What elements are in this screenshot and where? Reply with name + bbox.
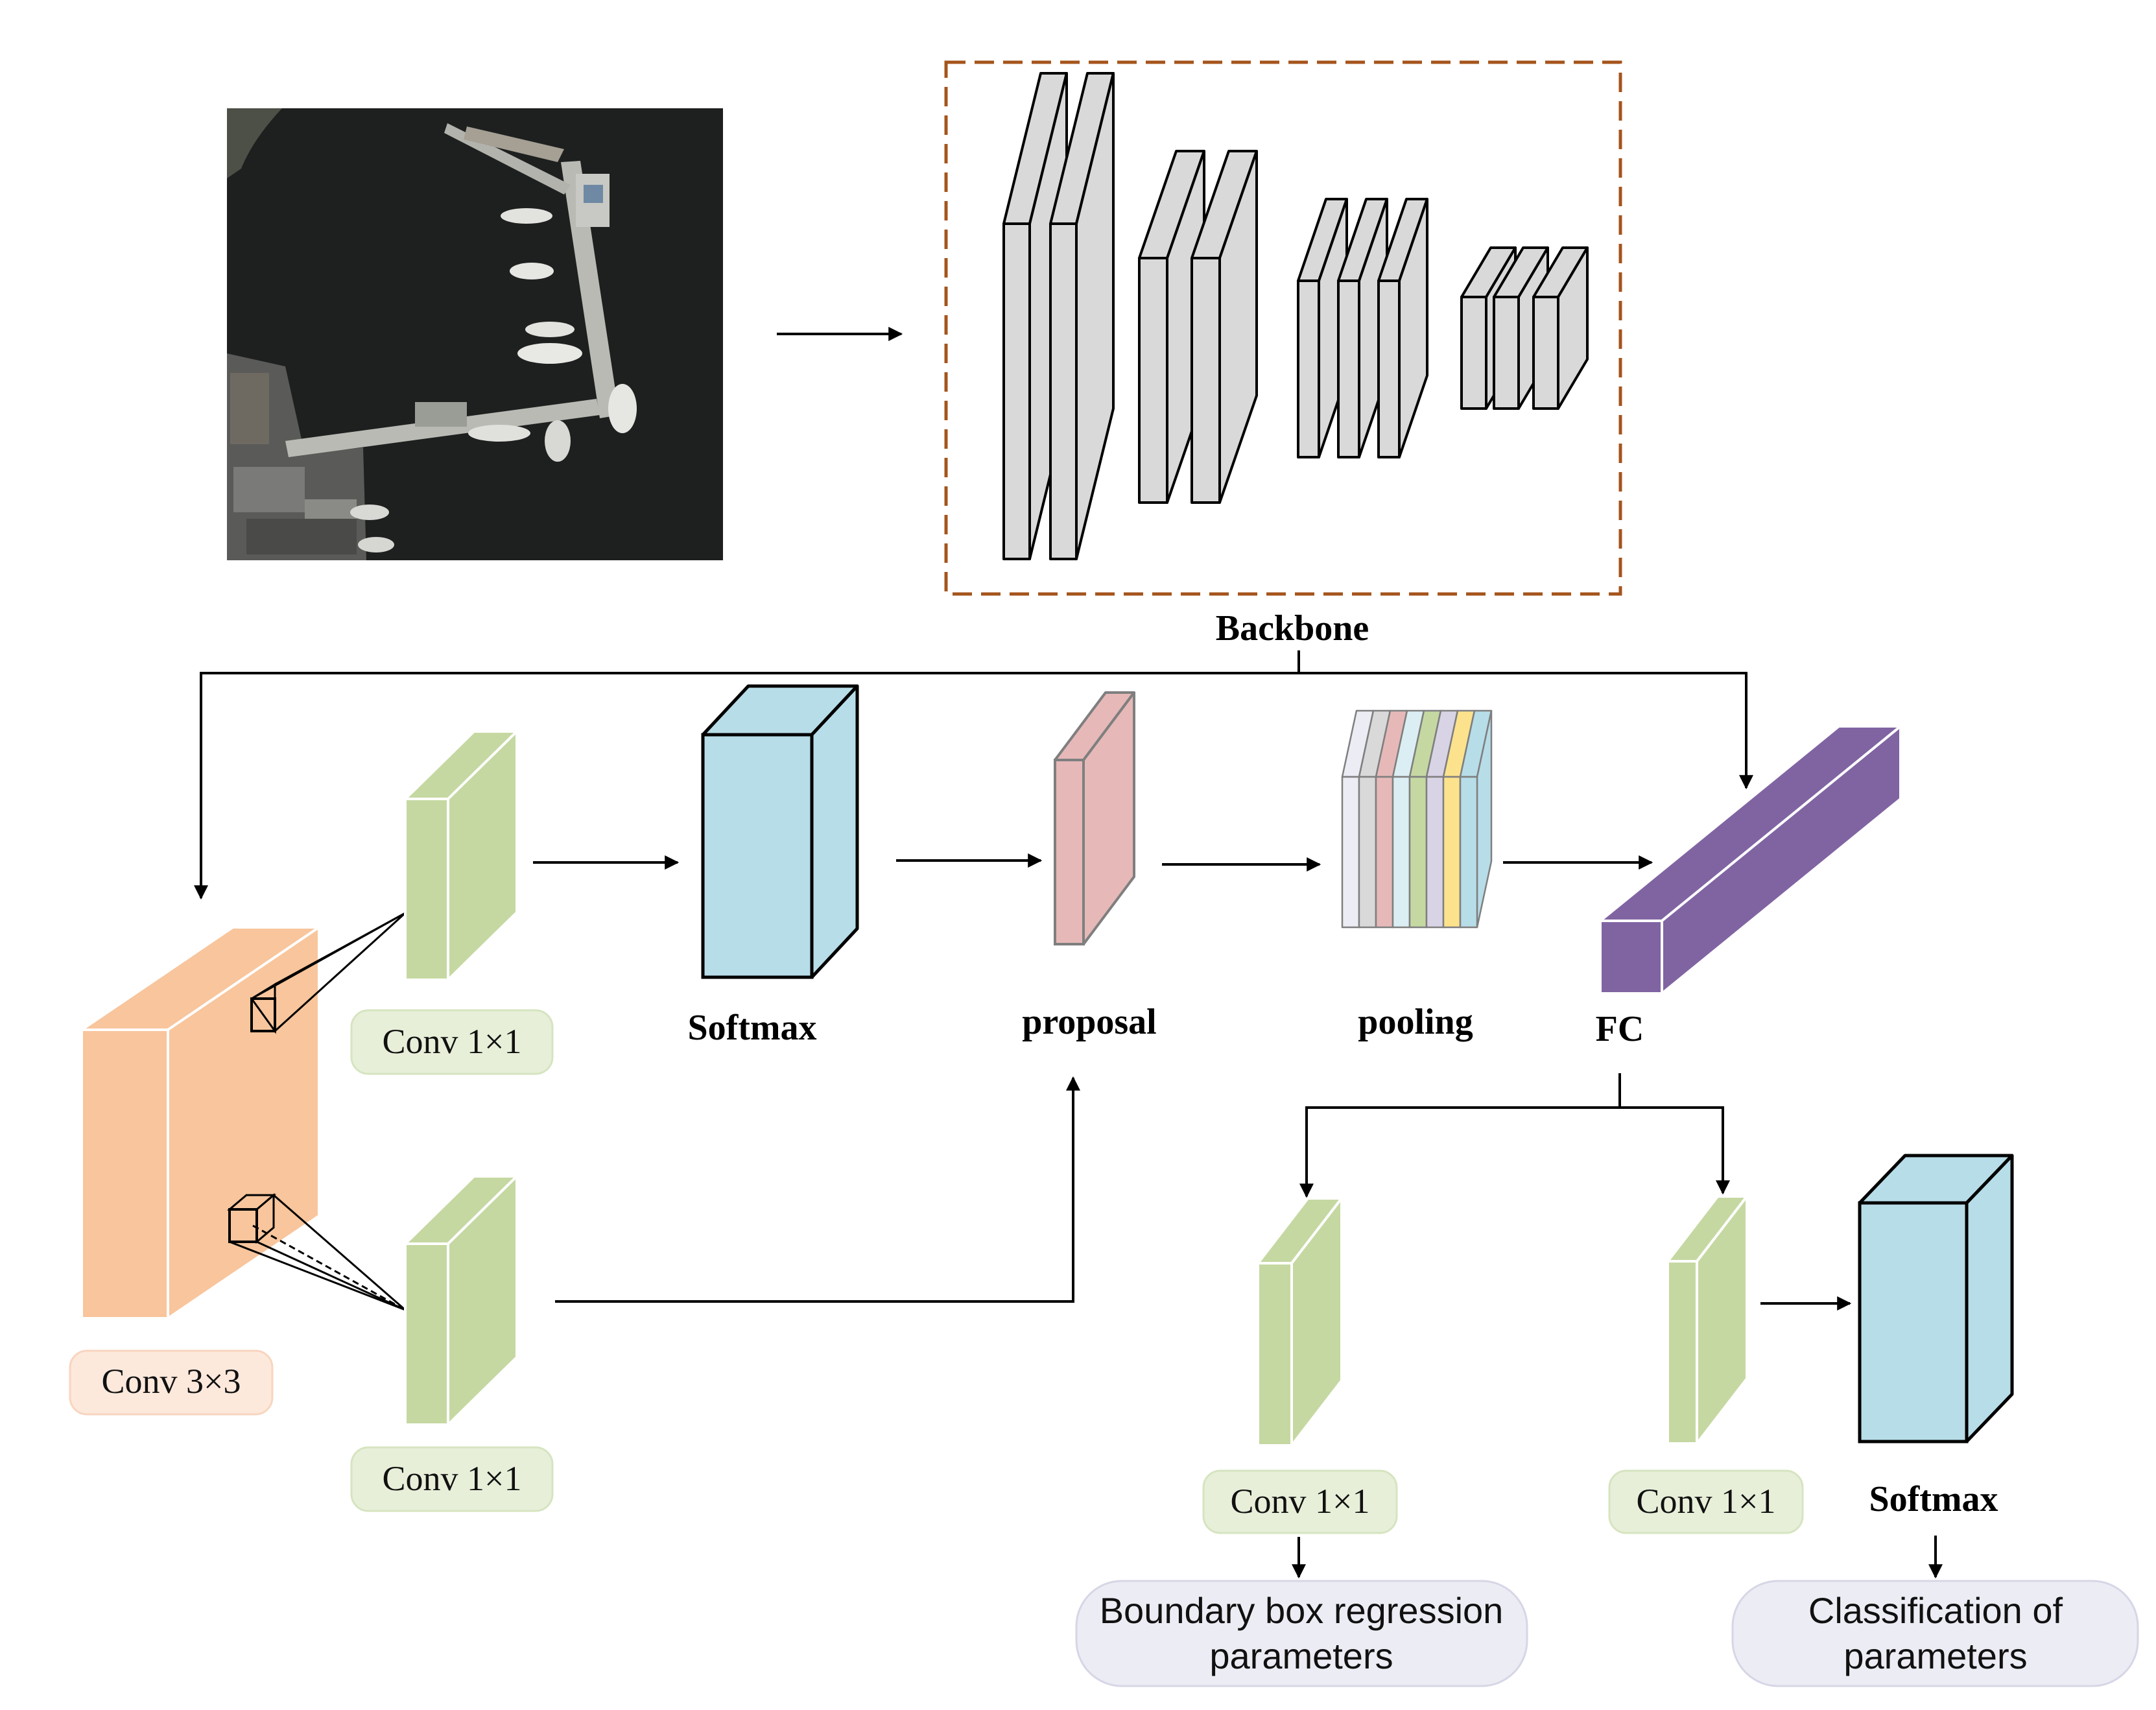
backbone-frame: [944, 60, 1622, 596]
svg-text:Boundary box regression: Boundary box regression: [1100, 1590, 1504, 1631]
pooling-label: pooling: [1358, 1002, 1473, 1042]
connector-fc-split: [1299, 1073, 1621, 1198]
conv1x1-top-block: [402, 728, 520, 983]
conv1x1-bottom-label-box: Conv 1×1: [350, 1446, 554, 1512]
pooling-stack: [1341, 709, 1493, 929]
backbone-layer-2: [1049, 72, 1115, 560]
conv1x1-top-label-box: Conv 1×1: [350, 1009, 554, 1075]
svg-text:Conv 3×3: Conv 3×3: [102, 1362, 241, 1401]
proposal-label: proposal: [1022, 1002, 1156, 1042]
conv3x3-block: [77, 912, 407, 1321]
softmax-top-label: Softmax: [687, 1008, 816, 1048]
regression-output-box: Boundary box regression parameters: [1075, 1580, 1528, 1687]
svg-text:parameters: parameters: [1843, 1635, 2027, 1676]
connector-backbone-to-fc: [1299, 672, 1753, 790]
conv3x3-label-box: Conv 3×3: [69, 1349, 274, 1416]
softmax-bottom-label: Softmax: [1869, 1479, 1998, 1519]
classification-output-box: Classification of parameters: [1731, 1580, 2139, 1687]
svg-text:Conv 1×1: Conv 1×1: [383, 1022, 522, 1061]
conv1x1-cls-block: [1664, 1193, 1750, 1447]
backbone-layer-4: [1191, 150, 1258, 504]
conv1x1-cls-label-box: Conv 1×1: [1608, 1469, 1804, 1534]
backbone-layer-5: [1297, 198, 1348, 458]
backbone-layer-7: [1377, 198, 1428, 458]
svg-text:Conv 1×1: Conv 1×1: [383, 1459, 522, 1498]
softmax-bottom-block: [1858, 1154, 2014, 1443]
svg-text:Conv 1×1: Conv 1×1: [1231, 1482, 1370, 1521]
svg-text:Conv 1×1: Conv 1×1: [1637, 1482, 1776, 1521]
backbone-layer-10: [1532, 246, 1589, 410]
pooling-layer-8: [1459, 709, 1493, 929]
connector-conv1x1-to-proposal: [555, 1076, 1080, 1303]
conv1x1-reg-block: [1255, 1194, 1345, 1449]
softmax-top-block: [701, 684, 859, 979]
connector-backbone-to-conv3x3: [194, 650, 1300, 900]
conv1x1-bottom-block: [402, 1173, 520, 1428]
backbone-label: Backbone: [1216, 608, 1369, 648]
backbone-layers: [1002, 72, 1589, 560]
connector-fc-split-right: [1620, 1106, 1730, 1195]
fc-label: FC: [1596, 1009, 1644, 1049]
proposal-block: [1054, 691, 1135, 945]
fc-block: [1599, 725, 1902, 995]
backbone-layer-3: [1138, 150, 1205, 504]
conv1x1-reg-label-box: Conv 1×1: [1202, 1469, 1398, 1534]
svg-text:parameters: parameters: [1209, 1635, 1393, 1676]
svg-text:Classification of: Classification of: [1808, 1590, 2063, 1631]
input-satellite-image: [227, 108, 723, 560]
